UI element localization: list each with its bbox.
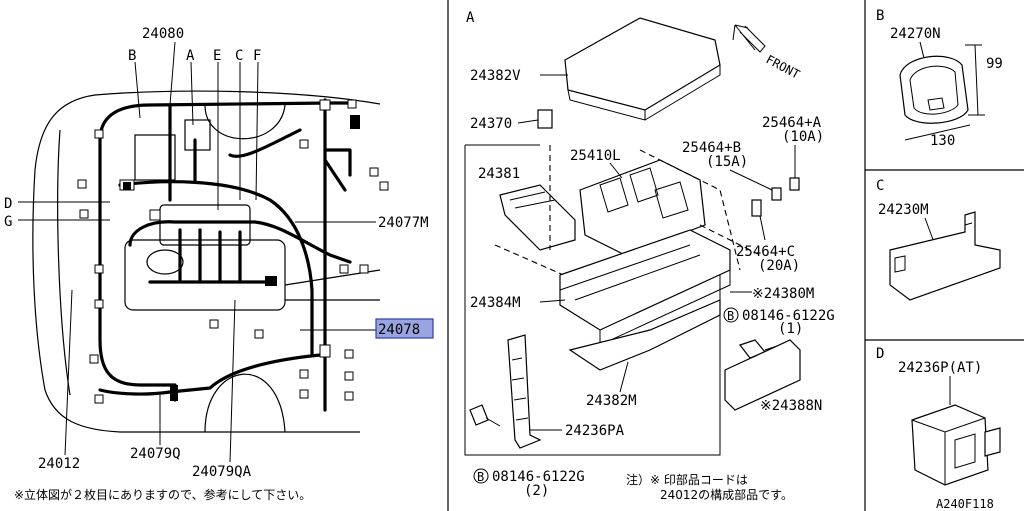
section-letter-a: A bbox=[466, 10, 475, 26]
harness-upper-branch bbox=[228, 128, 302, 158]
label-24078[interactable]: 24078 bbox=[378, 322, 420, 338]
bracket-24382m bbox=[568, 299, 721, 371]
diagram-id: A240F118 bbox=[936, 497, 994, 511]
label-24012: 24012 bbox=[38, 456, 80, 472]
label-24236p-at: 24236P(AT) bbox=[898, 360, 982, 376]
section-letter-b: B bbox=[876, 8, 884, 24]
label-24381: 24381 bbox=[478, 166, 520, 182]
dim-130: 130 bbox=[930, 133, 955, 149]
detail-d-view: D 24236P(AT) A240F118 bbox=[876, 346, 1001, 511]
intake-manifold bbox=[159, 204, 251, 246]
label-point-b: B bbox=[128, 48, 136, 64]
label-bolt-lower: 08146-6122G bbox=[492, 469, 585, 485]
fuse-25464c bbox=[751, 199, 762, 217]
label-point-c: C bbox=[235, 48, 243, 64]
label-24230m: 24230M bbox=[878, 202, 929, 218]
harness-connectors bbox=[77, 99, 389, 404]
relay-block-small bbox=[184, 119, 211, 151]
leader-lines bbox=[18, 41, 376, 463]
harness-right-branch bbox=[323, 148, 352, 192]
note-line-1: 注）※ 印部品コードは bbox=[626, 472, 748, 487]
engine-pulley bbox=[146, 249, 184, 275]
relay-terminal bbox=[984, 427, 1001, 457]
label-25464b: 25464+B bbox=[682, 140, 741, 156]
label-25464a-rating: (10A) bbox=[782, 129, 824, 145]
bracket-24388n bbox=[724, 339, 801, 411]
label-24380m: ※24380M bbox=[752, 286, 814, 302]
label-24382m: 24382M bbox=[586, 393, 637, 409]
label-24078-highlight bbox=[375, 318, 434, 339]
upper-arch bbox=[204, 104, 286, 140]
label-bolt-lower-qty: (2) bbox=[524, 483, 549, 499]
label-24079qa: 24079QA bbox=[192, 464, 252, 480]
bracket-24230m bbox=[889, 211, 1001, 301]
clip-24370 bbox=[537, 109, 553, 129]
relay-24236p bbox=[911, 404, 989, 486]
fuse-25464b bbox=[771, 187, 782, 201]
label-point-a: A bbox=[186, 48, 195, 64]
label-24384m: 24384M bbox=[470, 295, 521, 311]
detail-c-view: C 24230M bbox=[876, 178, 1001, 301]
front-label: FRONT bbox=[764, 52, 802, 81]
label-24270n: 24270N bbox=[890, 26, 941, 42]
label-point-g: G bbox=[4, 214, 12, 230]
label-25464a: 25464+A bbox=[762, 115, 822, 131]
detail-a-frame bbox=[464, 144, 721, 456]
detail-a-view: A FRONT 24382V 24370 24381 25410L 25 bbox=[464, 10, 835, 502]
label-25410l: 25410L bbox=[570, 148, 621, 164]
label-25464c-rating: (20A) bbox=[758, 258, 800, 274]
cover-24382v bbox=[564, 17, 721, 111]
bolt-lower-icon bbox=[469, 404, 489, 426]
body-outline bbox=[32, 90, 381, 433]
front-arrow-icon bbox=[732, 24, 766, 53]
label-24236pa: 24236PA bbox=[565, 423, 625, 439]
main-harness-view: 24080 B A E C F D G 24077M 24078 24012 2… bbox=[4, 26, 434, 502]
section-letter-d: D bbox=[876, 346, 884, 362]
fuse-25464a bbox=[789, 177, 800, 191]
label-24382v: 24382V bbox=[470, 68, 521, 84]
harness-bottom bbox=[98, 353, 327, 396]
battery-box bbox=[134, 134, 176, 181]
relay-box-24381 bbox=[499, 184, 576, 251]
label-24370: 24370 bbox=[470, 116, 512, 132]
harness-injector-drops bbox=[178, 228, 242, 284]
bracket-24236pa bbox=[507, 334, 542, 449]
label-point-d: D bbox=[4, 196, 12, 212]
transmission-lines bbox=[284, 269, 381, 301]
label-point-e: E bbox=[213, 48, 221, 64]
harness-engine-upper bbox=[128, 220, 352, 264]
bolt-ref-circle-lower bbox=[473, 468, 489, 484]
harness-engine-loop bbox=[118, 180, 314, 357]
dim-99: 99 bbox=[986, 56, 1003, 72]
label-bolt-upper: 08146-6122G bbox=[742, 308, 835, 324]
bolt-ref-lower: B bbox=[477, 470, 484, 484]
label-25464b-rating: (15A) bbox=[706, 154, 748, 170]
lower-arch bbox=[204, 373, 286, 433]
section-letter-c: C bbox=[876, 178, 884, 194]
bolt-ref-circle-upper bbox=[723, 307, 739, 323]
harness-left-trunk bbox=[98, 138, 177, 402]
label-24077m: 24077M bbox=[378, 215, 429, 231]
label-24388n: ※24388N bbox=[760, 398, 822, 414]
footnote-text: ※立体図が２枚目にありますので、参考にして下さい。 bbox=[14, 487, 311, 502]
detail-b-view: B 24270N 99 130 bbox=[876, 8, 1003, 149]
label-point-f: F bbox=[253, 48, 261, 64]
label-25464c: 25464+C bbox=[736, 244, 795, 260]
label-bolt-upper-qty: (1) bbox=[778, 321, 803, 337]
body-inner-line bbox=[57, 129, 71, 396]
label-24080: 24080 bbox=[142, 26, 184, 42]
note-line-2: 24012の構成部品です。 bbox=[660, 487, 793, 502]
grommet-24270n bbox=[899, 55, 969, 124]
harness-drops-upper bbox=[168, 103, 197, 202]
engine-block bbox=[124, 239, 286, 311]
assembly-dashed-lines bbox=[494, 145, 761, 281]
bolt-ref-upper: B bbox=[727, 309, 734, 323]
label-24079q: 24079Q bbox=[130, 446, 181, 462]
